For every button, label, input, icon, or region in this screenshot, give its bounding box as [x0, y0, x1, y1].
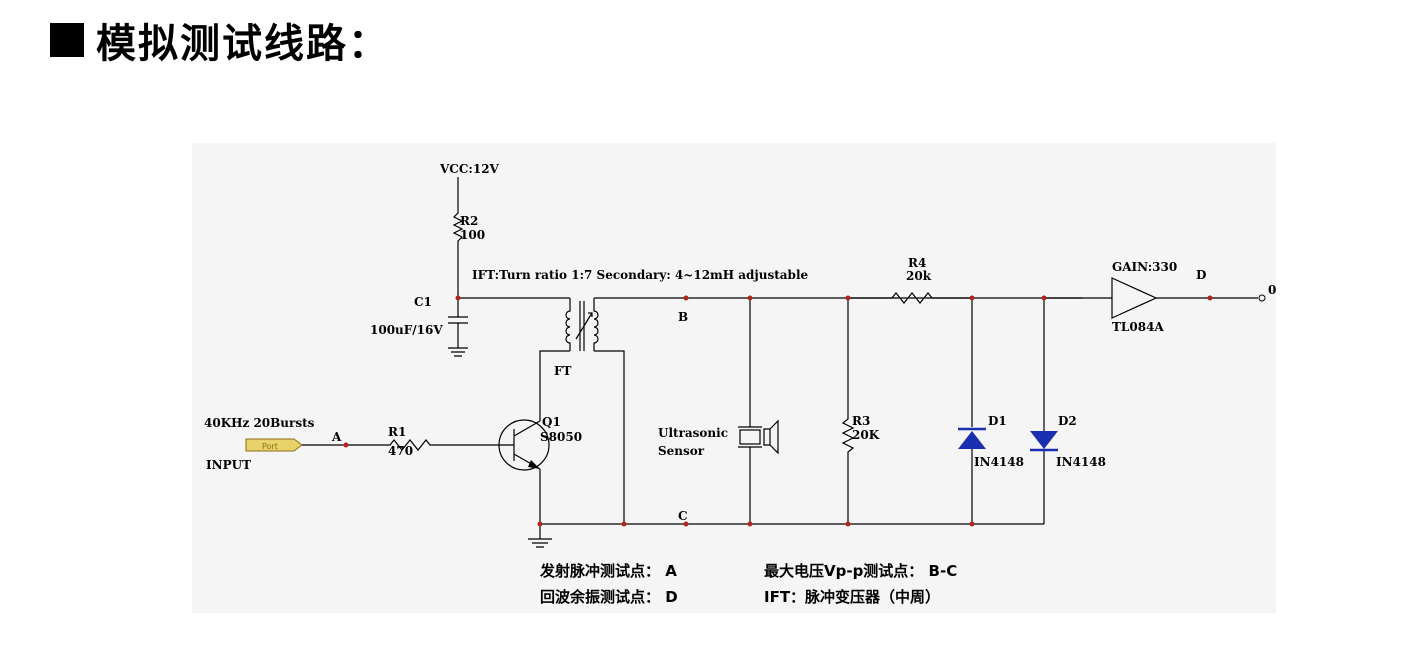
- output-label: 0: [1268, 283, 1276, 297]
- opamp-part: TL084A: [1112, 320, 1164, 334]
- r1-ref: R1: [388, 425, 406, 439]
- d1-part: IN4148: [974, 455, 1024, 469]
- junction-dot: [969, 295, 975, 301]
- junction-dot: [1041, 295, 1047, 301]
- r2-ref: R2: [460, 214, 478, 228]
- q1-transistor-leads: [498, 420, 541, 470]
- junction-dot: [845, 521, 851, 527]
- c1-ground-icon: [448, 347, 468, 357]
- q1-ref: Q1: [542, 415, 561, 429]
- r4-value: 20k: [906, 269, 932, 283]
- opamp-gain: GAIN:330: [1112, 260, 1177, 274]
- node-d-label: D: [1196, 268, 1206, 282]
- node-b-label: B: [678, 310, 688, 324]
- ft-primary-lead: [539, 350, 570, 421]
- note-ift-desc: IFT：脉冲变压器（中周）: [764, 588, 940, 606]
- junction-dot: [1207, 295, 1213, 301]
- sensor-label-line1: Ultrasonic: [658, 426, 728, 440]
- junction-dot: [683, 521, 689, 527]
- junction-dots: [343, 295, 1213, 527]
- input-name-label: INPUT: [206, 458, 251, 472]
- q1-emitter-arrow-icon: [528, 460, 540, 469]
- junction-dot: [747, 521, 753, 527]
- r1-resistor: [302, 439, 498, 451]
- d2-part: IN4148: [1056, 455, 1106, 469]
- input-port-icon: [245, 438, 303, 452]
- c1-value: 100uF/16V: [370, 323, 443, 337]
- opamp-buffer-icon: [1111, 277, 1158, 319]
- d1-ref: D1: [988, 414, 1007, 428]
- junction-dot: [621, 521, 627, 527]
- input-signal-label: 40KHz 20Bursts: [204, 416, 315, 430]
- ift-note: IFT:Turn ratio 1:7 Secondary: 4~12mH adj…: [472, 268, 809, 282]
- note-tx-point: 发射脉冲测试点： A: [539, 562, 677, 580]
- q1-part: S8050: [540, 430, 582, 444]
- sensor-crystal-plates: [738, 426, 762, 448]
- title-block: 模拟测试线路：: [50, 12, 390, 68]
- page-title: 模拟测试线路：: [96, 21, 390, 67]
- note-max-vpp: 最大电压Vp-p测试点： B-C: [764, 562, 957, 580]
- note-echo-point: 回波余振测试点： D: [540, 588, 678, 606]
- node-a-label: A: [331, 430, 342, 444]
- junction-dot: [747, 295, 753, 301]
- ft-label: FT: [554, 364, 572, 378]
- c1-ref: C1: [414, 295, 432, 309]
- node-c-label: C: [678, 509, 688, 523]
- junction-dot: [537, 521, 543, 527]
- r3-value: 20K: [852, 428, 880, 442]
- r4-ref: R4: [908, 256, 926, 270]
- vcc-label: VCC:12V: [439, 162, 500, 176]
- circuit-diagram: VCC:12V R2 100 C1 100uF/16V IFT:Turn rat…: [192, 143, 1276, 613]
- r2-resistor: [452, 177, 464, 298]
- speaker-icon: [763, 419, 779, 455]
- d2-diode-icon: [1030, 431, 1058, 449]
- junction-dot: [969, 521, 975, 527]
- r3-resistor: [841, 298, 855, 524]
- r1-value: 470: [388, 444, 413, 458]
- sensor-crystal-icon: [739, 429, 761, 445]
- ft-secondary-lead: [594, 350, 625, 524]
- ft-adjust-arrow-icon: [575, 312, 593, 340]
- r4-resistor: [848, 292, 972, 304]
- d1-diode-icon: [958, 431, 986, 449]
- junction-dot: [683, 295, 689, 301]
- d2-ref: D2: [1058, 414, 1077, 428]
- output-terminal-icon: [1258, 294, 1266, 302]
- circuit-svg: VCC:12V R2 100 C1 100uF/16V IFT:Turn rat…: [204, 162, 1276, 606]
- junction-dot: [455, 295, 461, 301]
- input-port-label: Port: [262, 442, 278, 451]
- r2-value: 100: [460, 228, 485, 242]
- sensor-label-line2: Sensor: [658, 444, 705, 458]
- main-ground-icon: [528, 524, 552, 548]
- title-square-bullet: [50, 23, 84, 57]
- r3-ref: R3: [852, 414, 870, 428]
- c1-capacitor: [448, 298, 468, 348]
- ft-secondary: [593, 298, 599, 351]
- junction-dot: [845, 295, 851, 301]
- junction-dot: [343, 442, 349, 448]
- ft-primary: [565, 298, 571, 351]
